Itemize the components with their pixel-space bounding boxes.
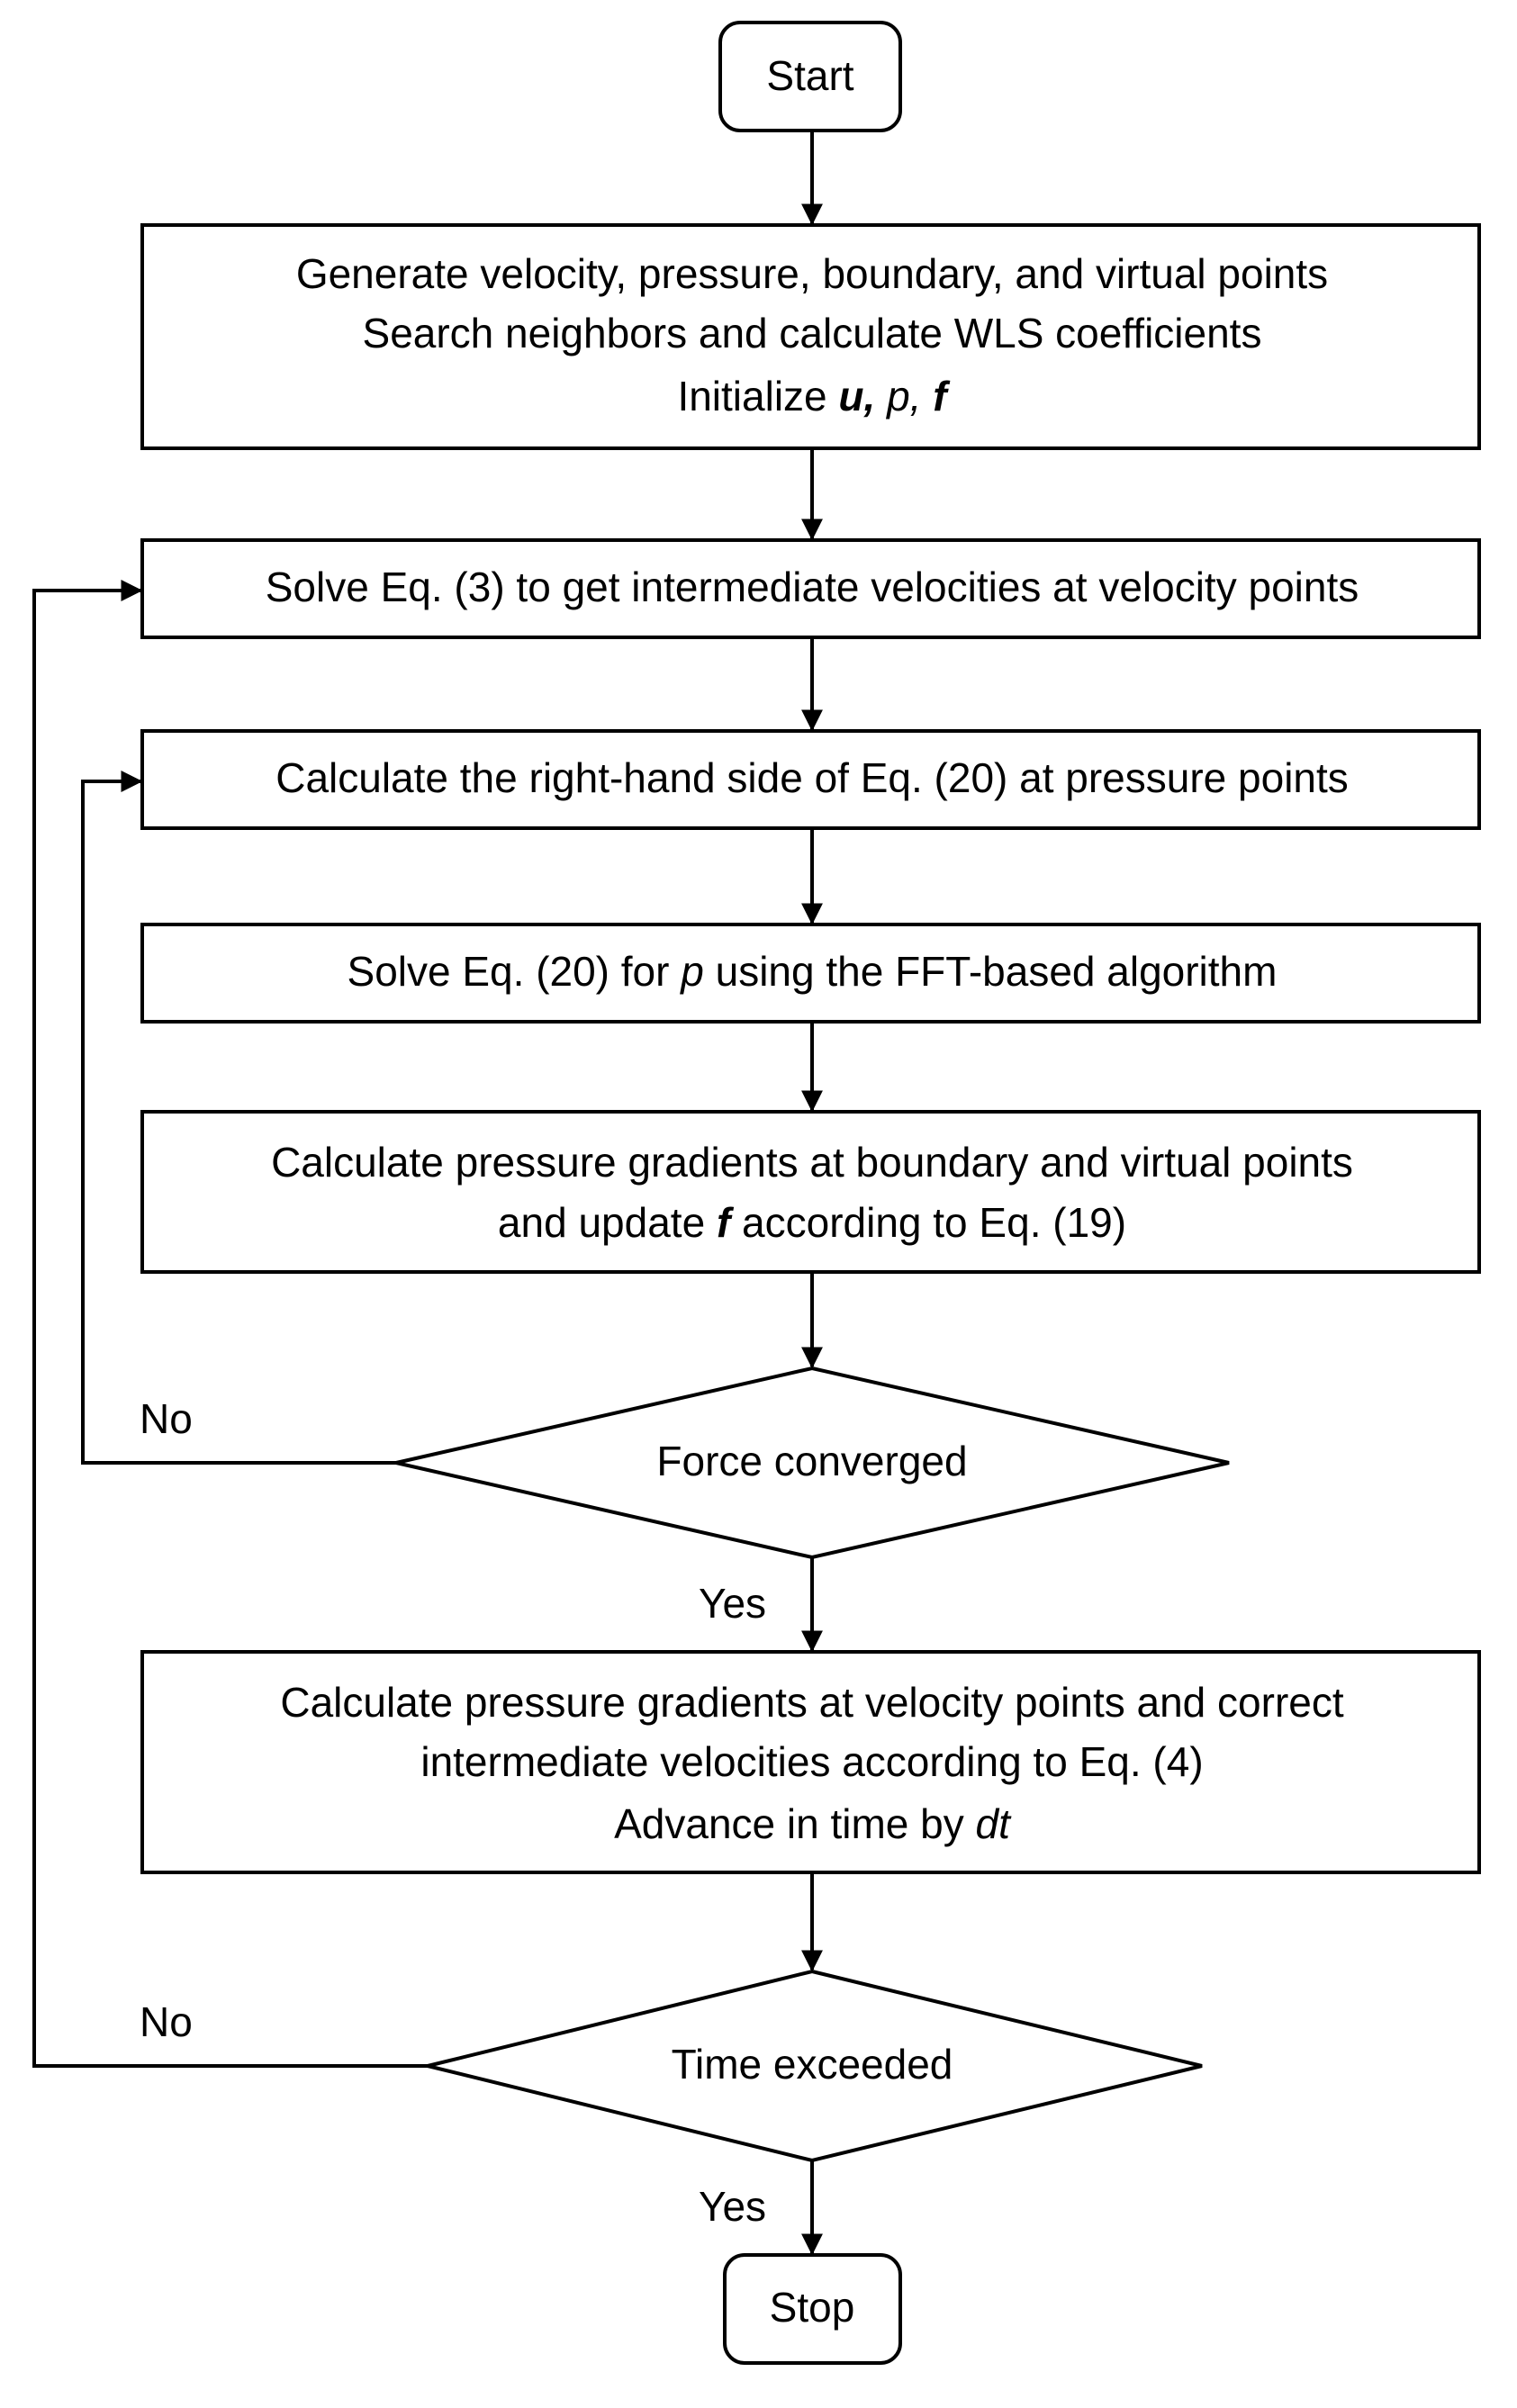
- intermediate-velocity-label: Solve Eq. (3) to get intermediate veloci…: [266, 564, 1359, 610]
- correct-line-2: intermediate velocities according to Eq.…: [420, 1738, 1203, 1785]
- correct-var-dt: dt: [976, 1800, 1013, 1847]
- stop-label: Stop: [770, 2284, 855, 2331]
- time-no-loop-connector: [32, 580, 428, 2068]
- correct-line-1: Calculate pressure gradients at velocity…: [280, 1679, 1343, 1726]
- force-yes-label: Yes: [699, 1580, 766, 1627]
- solve-pressure-prefix: Solve Eq. (20) for: [348, 948, 682, 995]
- init-box: [140, 223, 1481, 450]
- force-no-loop-connector: [81, 771, 396, 1465]
- solve-pressure-box: [140, 923, 1481, 1024]
- solve-pressure-label: Solve Eq. (20) for p using the FFT-based…: [348, 948, 1278, 995]
- gradients-line-2-prefix: and update: [498, 1199, 717, 1246]
- gradients-box: [140, 1110, 1481, 1274]
- init-line-1: Generate velocity, pressure, boundary, a…: [296, 250, 1328, 297]
- time-no-label: No: [140, 1998, 193, 2045]
- time-yes-label: Yes: [699, 2183, 766, 2230]
- gradients-line-1: Calculate pressure gradients at boundary…: [271, 1139, 1353, 1186]
- var-f: f: [921, 373, 951, 419]
- init-line-3: Initialize u, p, f: [677, 373, 951, 419]
- stop-terminal: [723, 2253, 902, 2365]
- gradients-var-f: f: [717, 1199, 735, 1246]
- start-label: Start: [766, 52, 853, 99]
- correct-line-3: Advance in time by dt: [614, 1800, 1012, 1847]
- solve-pressure-var: p: [679, 948, 704, 995]
- force-no-label: No: [140, 1395, 193, 1442]
- force-converged-label: Force converged: [656, 1438, 967, 1484]
- gradients-line-2-suffix: according to Eq. (19): [730, 1199, 1126, 1246]
- time-exceeded-label: Time exceeded: [672, 2041, 953, 2088]
- gradients-line-2: and update f according to Eq. (19): [498, 1199, 1126, 1246]
- var-p: p,: [875, 373, 921, 419]
- rhs-label: Calculate the right-hand side of Eq. (20…: [275, 754, 1349, 801]
- rhs-box: [140, 729, 1481, 830]
- correct-velocities-box: [140, 1650, 1481, 1874]
- init-line-3-prefix: Initialize: [677, 373, 838, 419]
- solve-pressure-suffix: using the FFT-based algorithm: [704, 948, 1278, 995]
- correct-line-3-prefix: Advance in time by: [614, 1800, 975, 1847]
- var-u: u,: [838, 373, 875, 419]
- init-line-2: Search neighbors and calculate WLS coeff…: [363, 310, 1262, 356]
